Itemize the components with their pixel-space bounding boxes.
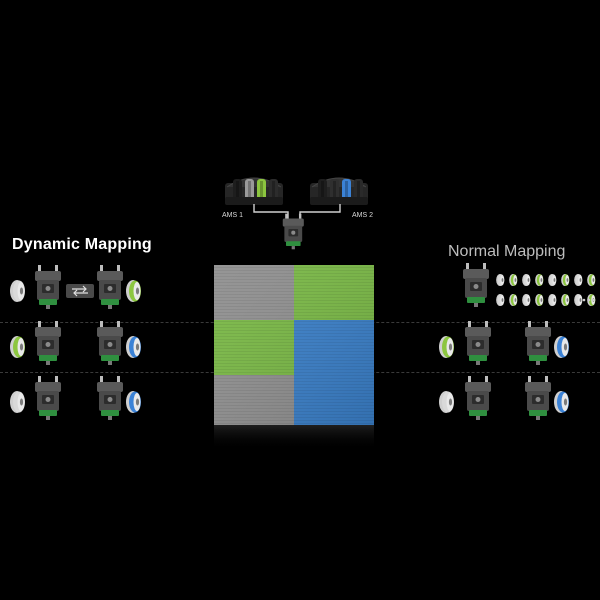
spool-icon [496, 293, 505, 307]
cube-reflection [214, 425, 374, 450]
toolhead-icon [463, 263, 489, 307]
spool-icon [126, 391, 141, 413]
spool-icon [587, 273, 596, 287]
toolhead-icon [97, 321, 123, 365]
spool-icon [554, 391, 569, 413]
spool-icon [561, 273, 570, 287]
spool-icon [535, 293, 544, 307]
spool-icon [548, 293, 557, 307]
normal-mapping-rows [439, 263, 596, 420]
spool-icon [126, 280, 141, 302]
spool-icon [10, 336, 25, 358]
spool-icon [561, 293, 570, 307]
toolhead-icon [97, 265, 123, 309]
spool-icon [439, 336, 454, 358]
ams2-label: AMS 2 [352, 212, 374, 219]
normal-mapping-title: Normal Mapping [448, 243, 566, 260]
spool-icon [574, 293, 583, 307]
ams-unit-icon [310, 177, 368, 205]
ams-unit-icon [225, 177, 283, 205]
spool-icon [587, 293, 596, 307]
toolhead-icon [282, 213, 304, 250]
swap-icon [66, 284, 94, 298]
spool-icon [10, 280, 25, 302]
toolhead-icon [282, 213, 304, 250]
toolhead-icon [35, 376, 61, 420]
printed-cube [214, 265, 374, 450]
spool-icon [548, 273, 557, 287]
dynamic-mapping-title: Dynamic Mapping [12, 236, 152, 253]
spool-icon [496, 273, 505, 287]
toolhead-icon [97, 376, 123, 420]
spool-icon [554, 336, 569, 358]
spool-icon [574, 273, 583, 287]
spool-icon [439, 391, 454, 413]
toolhead-icon [35, 265, 61, 309]
spool-icon [10, 391, 25, 413]
spool-icon [522, 293, 531, 307]
toolhead-icon [35, 321, 61, 365]
spool-icon [126, 336, 141, 358]
spool-icon [509, 293, 518, 307]
dynamic-mapping-rows [10, 265, 141, 420]
toolhead-icon [525, 376, 551, 420]
spool-icon [522, 273, 531, 287]
toolhead-icon [465, 376, 491, 420]
ellipsis-icon [582, 298, 596, 302]
toolhead-icon [525, 321, 551, 365]
ams1-label: AMS 1 [222, 212, 244, 219]
toolhead-icon [465, 321, 491, 365]
spool-icon [535, 273, 544, 287]
spool-icon [509, 273, 518, 287]
